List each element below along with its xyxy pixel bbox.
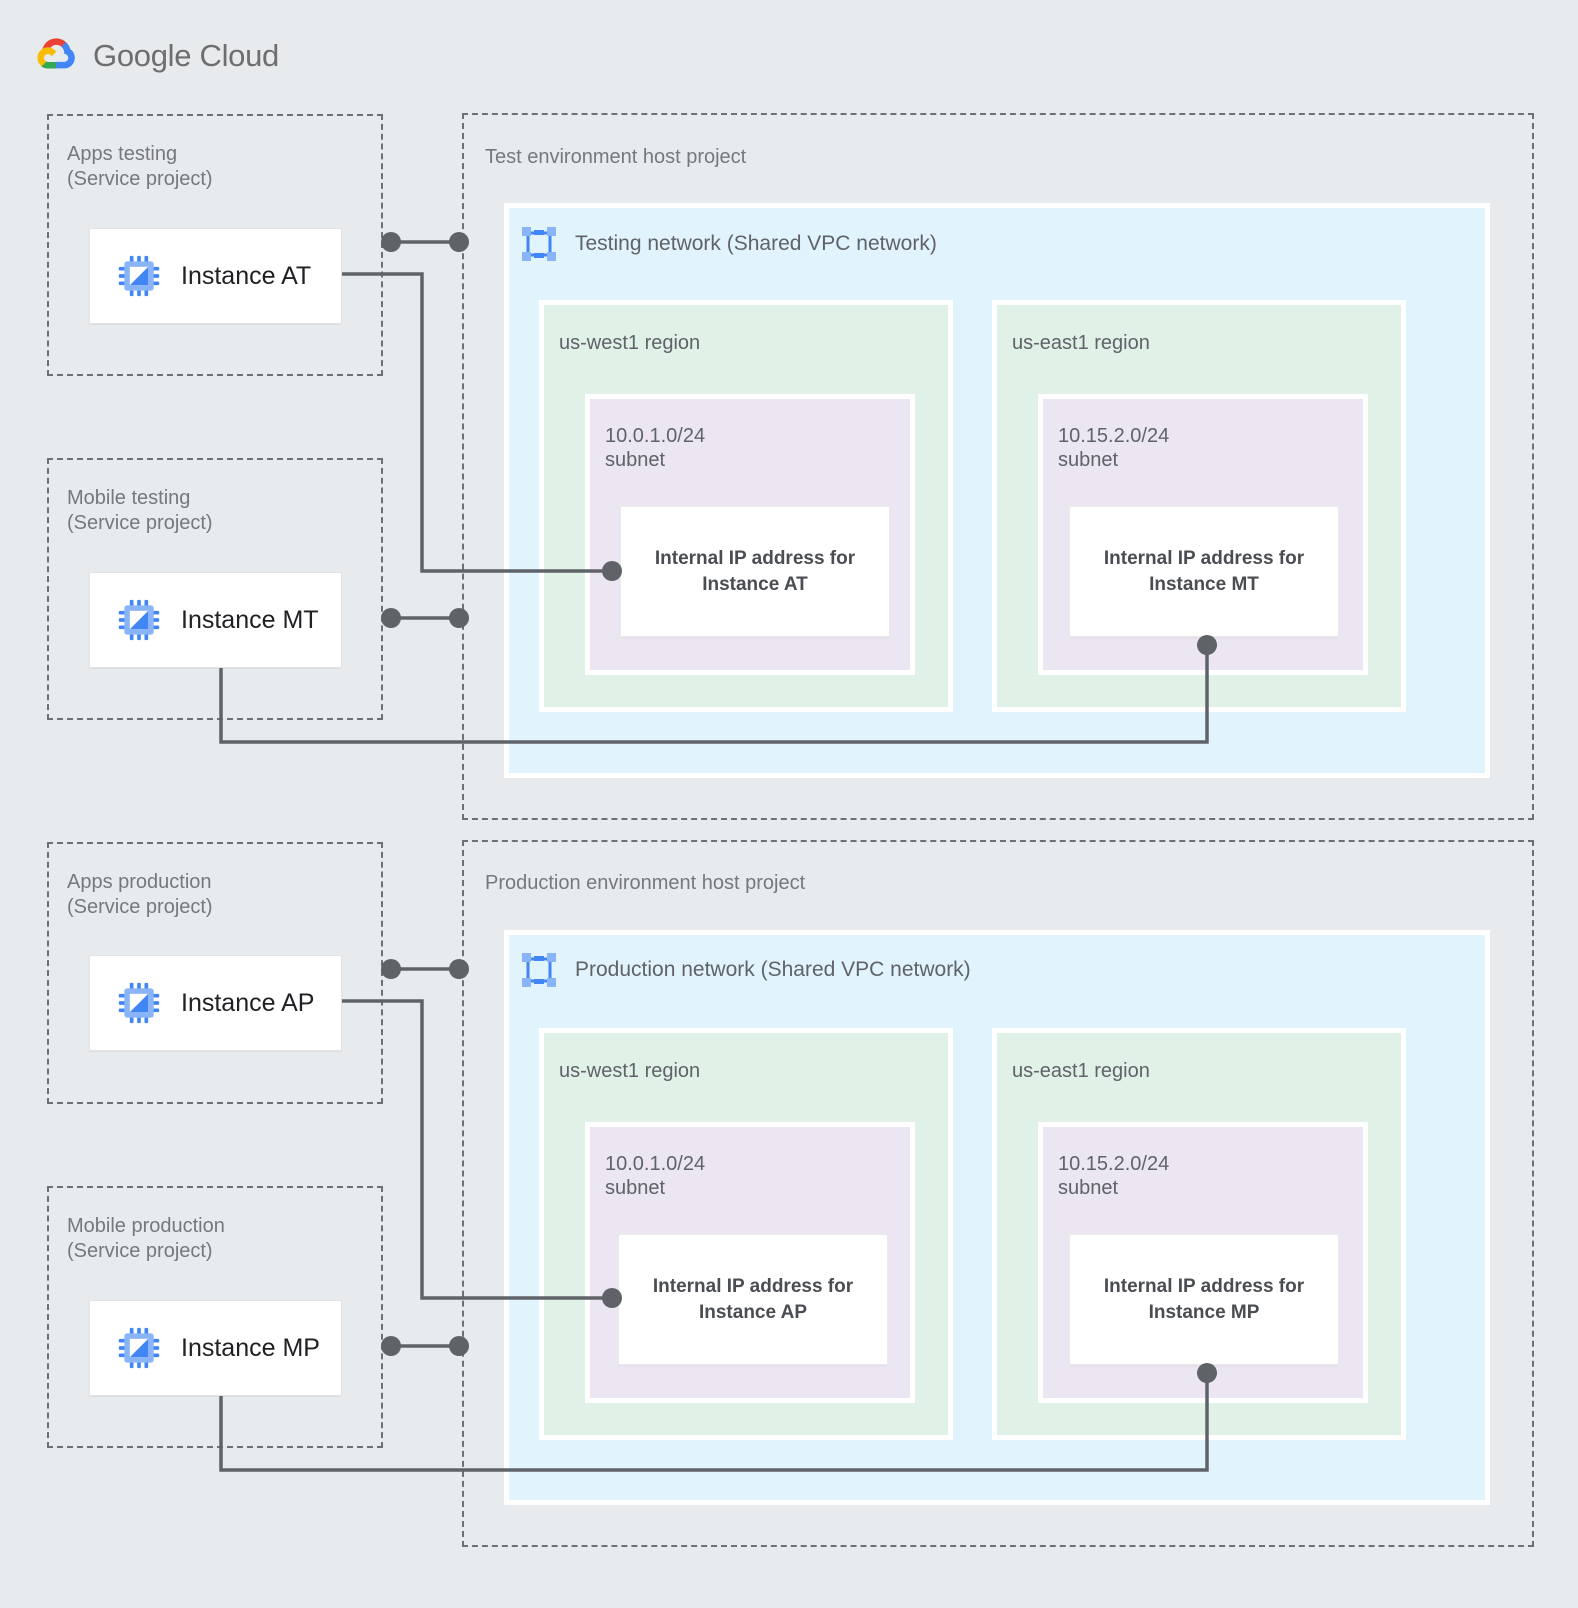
instance-card-at[interactable]: Instance AT (89, 228, 342, 324)
host-project-production-environment-label: Production environment host project (485, 872, 806, 894)
google-cloud-logo-icon (37, 38, 75, 69)
vpc-network-testing-title: Testing network (Shared VPC network) (575, 232, 937, 255)
vpc-network-testing-header: Testing network (Shared VPC network) (521, 226, 937, 262)
vpc-network-icon (522, 227, 556, 261)
ip-card-instance-mp: Internal IP address for Instance MP (1069, 1234, 1339, 1365)
subnet-test-us-east1-label: 10.15.2.0/24 subnet (1058, 425, 1170, 471)
chip-icon (118, 1327, 160, 1369)
instance-card-mt[interactable]: Instance MT (89, 572, 342, 668)
chip-icon (118, 255, 160, 297)
subnet-test-us-west1-label: 10.0.1.0/24 subnet (605, 425, 706, 471)
instance-card-ap[interactable]: Instance AP (89, 955, 342, 1051)
instance-label-at: Instance AT (181, 261, 312, 290)
service-project-mobile-testing (47, 458, 383, 720)
peering-dot-left-at (381, 232, 401, 252)
vpc-network-production-header: Production network (Shared VPC network) (521, 952, 971, 988)
brand-text: Google Cloud (93, 38, 279, 74)
service-project-mobile-production-label: Mobile production (Service project) (67, 1215, 225, 1262)
region-test-us-east1-label: us-east1 region (1012, 332, 1150, 354)
google-cloud-logo: Google Cloud (33, 33, 279, 79)
region-test-us-west1-label: us-west1 region (559, 332, 701, 354)
brand-name-light: Cloud (191, 38, 279, 73)
peering-dot-left-mt (381, 608, 401, 628)
peering-dot-left-ap (381, 959, 401, 979)
brand-name-bold: Google (93, 38, 192, 73)
host-project-test-environment-label: Test environment host project (485, 146, 747, 168)
ip-card-instance-ap: Internal IP address for Instance AP (618, 1234, 888, 1365)
ip-card-instance-at: Internal IP address for Instance AT (620, 506, 890, 637)
service-project-mobile-production (47, 1186, 383, 1448)
chip-icon (118, 599, 160, 641)
vpc-network-icon (522, 953, 556, 987)
instance-label-mt: Instance MT (181, 605, 319, 634)
chip-icon (118, 982, 160, 1024)
instance-label-ap: Instance AP (181, 988, 315, 1017)
service-project-apps-testing-label: Apps testing (Service project) (67, 143, 213, 190)
region-prod-us-west1-label: us-west1 region (559, 1060, 701, 1082)
instance-label-mp: Instance MP (181, 1333, 320, 1362)
region-prod-us-east1-label: us-east1 region (1012, 1060, 1150, 1082)
service-project-apps-production-label: Apps production (Service project) (67, 871, 213, 918)
service-project-mobile-testing-label: Mobile testing (Service project) (67, 487, 213, 534)
vpc-network-production-title: Production network (Shared VPC network) (575, 958, 971, 981)
instance-card-mp[interactable]: Instance MP (89, 1300, 342, 1396)
ip-card-instance-mt: Internal IP address for Instance MT (1069, 506, 1339, 637)
subnet-prod-us-east1-label: 10.15.2.0/24 subnet (1058, 1153, 1170, 1199)
subnet-prod-us-west1-label: 10.0.1.0/24 subnet (605, 1153, 706, 1199)
peering-dot-left-mp (381, 1336, 401, 1356)
